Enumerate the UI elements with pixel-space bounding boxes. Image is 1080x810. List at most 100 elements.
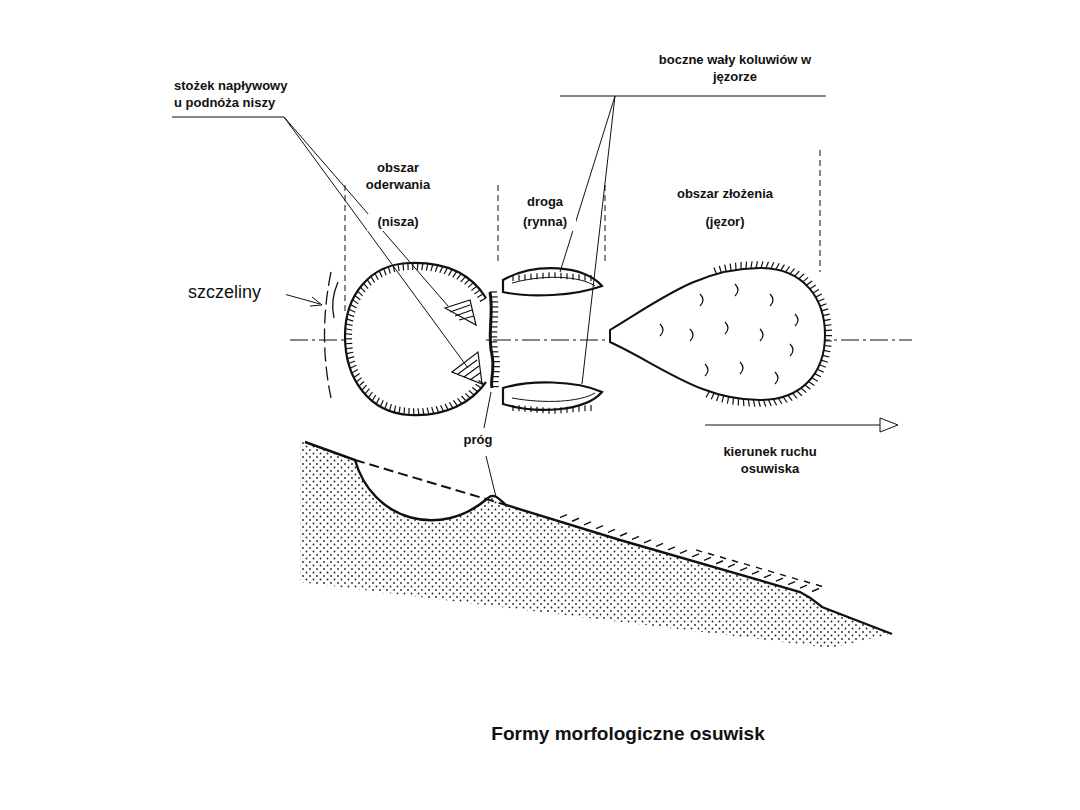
hachure-tick xyxy=(722,396,724,403)
hachure-tick xyxy=(809,381,815,385)
leader-line xyxy=(284,117,468,368)
hachure-tick xyxy=(813,289,819,292)
deposit-mark xyxy=(716,561,723,564)
leader-line xyxy=(284,117,448,306)
deposit-mark xyxy=(780,574,786,576)
hachure-tick xyxy=(727,397,728,404)
cone-hatch xyxy=(450,305,474,320)
hachure-tick xyxy=(444,268,447,274)
hachure-tick xyxy=(524,406,525,412)
hachure-tick xyxy=(441,405,444,411)
figure-caption: Formy morfologiczne osuwisk xyxy=(428,722,828,747)
hachure-tick xyxy=(778,398,782,404)
hachure-tick xyxy=(560,407,561,413)
leader-line xyxy=(486,456,496,497)
cone-outline xyxy=(445,300,476,325)
zone-heading: obszar oderwania xyxy=(357,160,439,194)
hachure-tick xyxy=(491,311,498,312)
arrowhead xyxy=(310,297,322,306)
deposit-mark xyxy=(776,578,783,581)
hachure-tick xyxy=(751,261,752,268)
hachure-tick xyxy=(492,381,499,382)
deposit-mark xyxy=(584,522,591,525)
hachure-tick xyxy=(346,347,353,349)
hachure-tick xyxy=(490,291,497,292)
hachure-tick xyxy=(492,376,499,377)
hachure-tick xyxy=(351,304,357,308)
crack-mark xyxy=(700,294,703,306)
hachure-tick xyxy=(356,378,362,382)
deposit-mark xyxy=(756,567,762,569)
hachure-tick xyxy=(362,385,367,390)
hachure-tick xyxy=(825,340,832,342)
hachure-tick xyxy=(432,407,434,414)
hachure-tick xyxy=(427,408,429,415)
hachure-tick xyxy=(491,306,498,307)
deposit-mark xyxy=(812,588,819,591)
hachure-tick xyxy=(771,262,774,268)
deposit-mark xyxy=(704,557,711,560)
hachure-tick xyxy=(572,274,573,280)
hachure-tick xyxy=(820,304,827,306)
hachure-tick xyxy=(426,264,428,271)
hachure-tick xyxy=(491,296,498,297)
deposit-mark xyxy=(764,575,771,578)
hachure-tick xyxy=(449,270,453,276)
zone-heading: droga xyxy=(514,194,576,211)
hachure-tick xyxy=(345,333,352,335)
hachure-tick xyxy=(353,300,359,304)
hachure-tick xyxy=(783,397,787,403)
hachure-tick xyxy=(554,272,555,278)
hachure-tick xyxy=(548,272,549,278)
hachure-tick xyxy=(735,263,737,270)
tongue-outline xyxy=(610,268,825,400)
hachure-tick xyxy=(458,398,462,403)
deposit-mark xyxy=(800,585,807,588)
hachure-tick xyxy=(799,274,804,279)
hachure-tick xyxy=(490,331,497,332)
crack-mark xyxy=(790,344,793,356)
hachure-tick xyxy=(493,361,500,362)
hachure-tick xyxy=(536,273,537,279)
hachure-tick xyxy=(817,369,823,372)
hachure-tick xyxy=(477,294,483,298)
hachure-tick xyxy=(490,336,497,337)
hachure-tick xyxy=(493,366,500,367)
crack-mark xyxy=(735,284,738,296)
deposit-mark xyxy=(752,571,759,574)
hachure-tick xyxy=(354,374,360,378)
cracks xyxy=(325,272,339,398)
hachure-tick xyxy=(465,393,470,398)
hachure-tick xyxy=(469,391,474,396)
hachure-tick xyxy=(468,283,473,288)
hachure-tick xyxy=(372,395,376,401)
hachure-tick xyxy=(823,314,830,316)
hachures xyxy=(345,261,832,415)
hachure-tick xyxy=(776,263,779,269)
hachure-tick xyxy=(346,324,353,326)
hachure-tick xyxy=(365,389,369,394)
hachure-tick xyxy=(403,407,405,414)
hachure-tick xyxy=(348,314,354,317)
deposit-mark xyxy=(668,547,675,550)
hachure-tick xyxy=(590,275,591,281)
tongue-cracks xyxy=(660,284,798,384)
deposit-mark xyxy=(620,533,627,536)
hachure-tick xyxy=(530,274,531,280)
hachure-tick xyxy=(518,405,519,411)
direction-label: kierunek ruchu osuwiska xyxy=(712,444,828,478)
deposit-mark xyxy=(708,553,714,555)
deposit-mark xyxy=(608,529,615,532)
hachure-tick xyxy=(413,408,415,415)
divider-line xyxy=(820,150,821,272)
levee-outline xyxy=(503,268,602,295)
hachure-tick xyxy=(801,388,806,393)
hachure-tick xyxy=(536,407,537,413)
hachure-tick xyxy=(748,400,750,407)
hachure-tick xyxy=(542,407,543,413)
deposit-mark xyxy=(732,560,738,562)
zone-heading: obszar złożenia xyxy=(655,186,795,203)
deposit-mark xyxy=(632,536,639,539)
cone-outline xyxy=(452,352,482,384)
feature-label: próg xyxy=(458,432,498,449)
